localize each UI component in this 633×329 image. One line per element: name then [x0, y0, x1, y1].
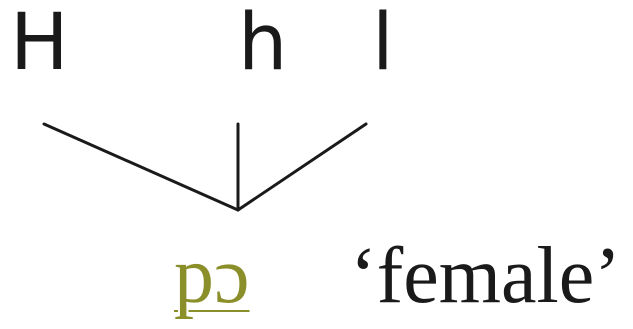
syllable-text: pɔ: [174, 232, 250, 320]
association-line-H: [42, 122, 240, 212]
gloss-text: ‘female’: [350, 232, 621, 320]
tone-H-label: H: [10, 0, 69, 88]
tone-h-label: h: [238, 0, 288, 88]
tone-l-label: l: [372, 0, 394, 88]
association-line-l: [236, 122, 368, 212]
